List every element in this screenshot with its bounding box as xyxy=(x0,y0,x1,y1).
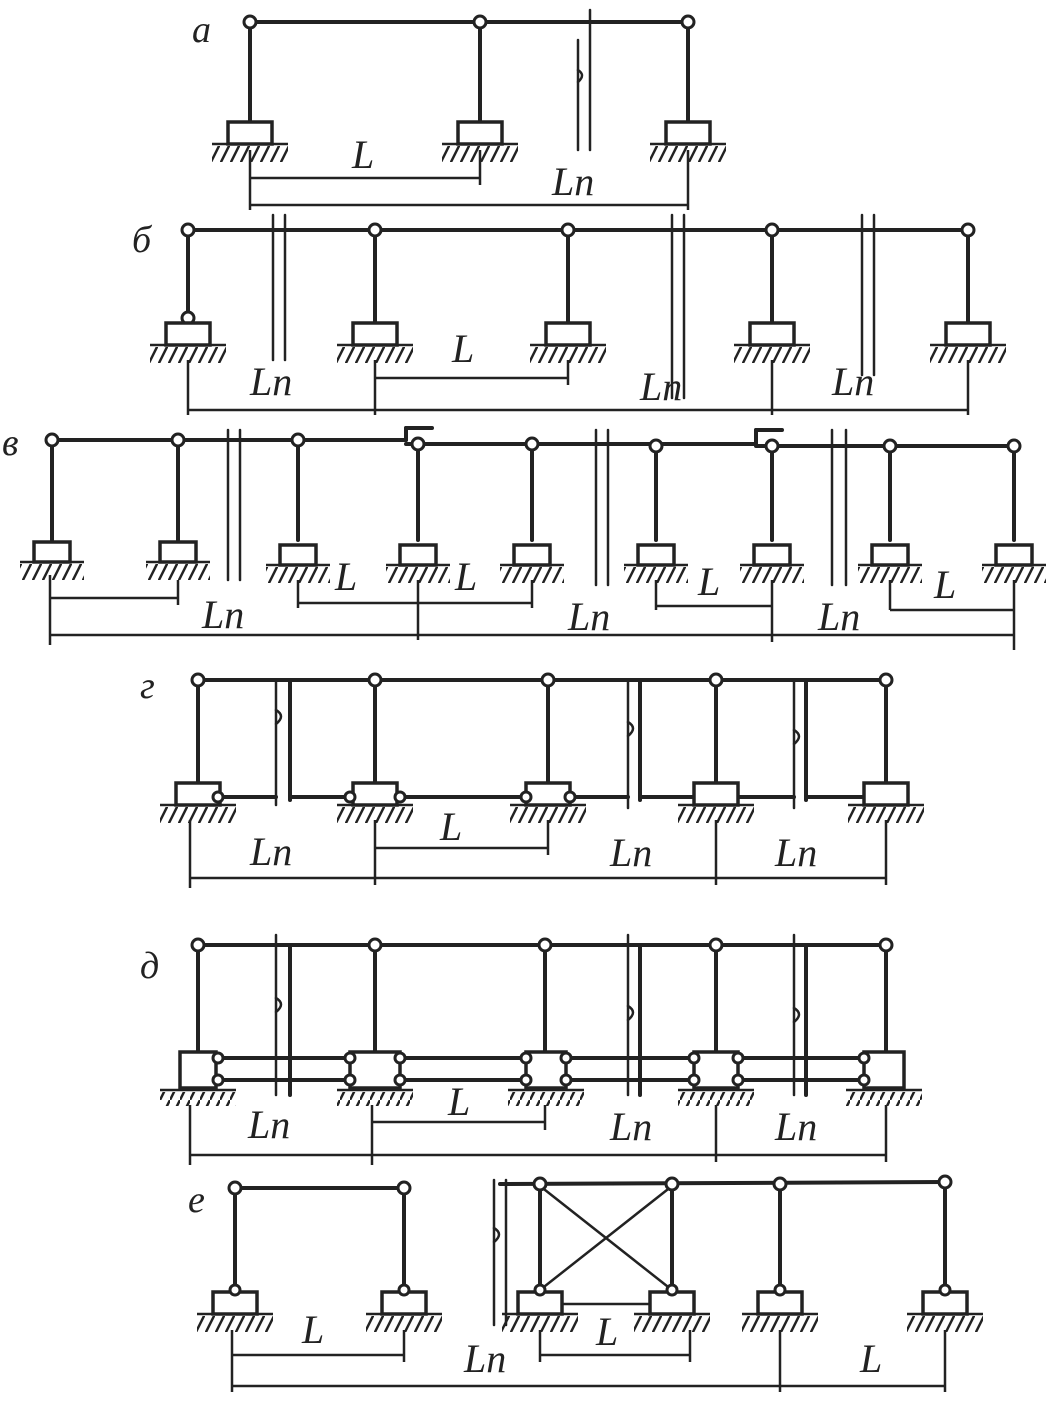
dimension-label: L xyxy=(697,559,720,604)
expansion-joint xyxy=(492,1178,508,1327)
dimension-label: Ln xyxy=(817,594,860,639)
diagram-tag: е xyxy=(188,1179,205,1221)
diagram-b: б xyxy=(132,213,1008,415)
dimension-label: Ln xyxy=(249,359,292,404)
dimension-label: Ln xyxy=(609,830,652,875)
diagram-e: е xyxy=(188,1174,985,1392)
dimension-label: L xyxy=(859,1336,882,1381)
dimension-label: L xyxy=(439,804,462,849)
expansion-joint xyxy=(274,933,801,1097)
dimension-label: L xyxy=(933,562,956,607)
dimension-label: Ln xyxy=(774,1104,817,1149)
dimension-label: L xyxy=(447,1079,470,1124)
dimension-label: Ln xyxy=(567,594,610,639)
dimension-lines xyxy=(230,1330,947,1392)
dimension-label: Ln xyxy=(551,159,594,204)
expansion-joint xyxy=(274,678,801,810)
dimension-label: Ln xyxy=(639,364,682,409)
dimension-lines xyxy=(248,150,690,210)
dimension-label: Ln xyxy=(774,830,817,875)
diagram-tag: а xyxy=(192,9,211,51)
diagram-tag: д xyxy=(140,945,159,987)
dimension-lines xyxy=(188,820,888,888)
dimension-label: L xyxy=(595,1309,618,1354)
dimension-lines xyxy=(48,575,1016,650)
dimension-label: L xyxy=(454,554,477,599)
dimension-label: Ln xyxy=(463,1336,506,1381)
expansion-joint xyxy=(271,213,876,400)
dimension-lines xyxy=(188,1105,888,1165)
diagram-tag: в xyxy=(2,422,19,464)
diagram-d: д xyxy=(140,933,922,1165)
diagram-a: а L Ln xyxy=(192,8,728,210)
dimension-label: L xyxy=(351,132,374,177)
dimension-label: L xyxy=(451,326,474,371)
diagram-tag: б xyxy=(132,219,153,261)
expansion-joint xyxy=(576,8,592,152)
dimension-label: Ln xyxy=(249,829,292,874)
dimension-label: L xyxy=(334,554,357,599)
diagram-v: в xyxy=(2,422,1048,650)
dimension-label: L xyxy=(301,1307,324,1352)
dimension-label: Ln xyxy=(201,592,244,637)
dimension-label: Ln xyxy=(247,1102,290,1147)
foundations xyxy=(160,1050,922,1106)
diagram-g: г xyxy=(140,665,926,888)
diagram-tag: г xyxy=(140,665,155,707)
dimension-lines xyxy=(186,360,970,415)
expansion-joint xyxy=(226,428,848,587)
dimension-label: Ln xyxy=(609,1104,652,1149)
dimension-label: Ln xyxy=(831,359,874,404)
